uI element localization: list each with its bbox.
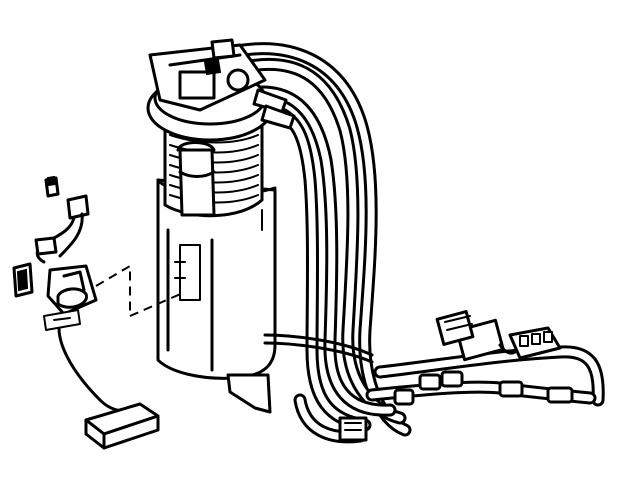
pump-motor-spring bbox=[163, 118, 264, 218]
pump-module-body bbox=[156, 178, 374, 414]
quick-connect-fittings bbox=[393, 370, 574, 406]
line-clips bbox=[338, 310, 505, 442]
harness-connector bbox=[498, 326, 562, 360]
assembly-dashed-line bbox=[95, 264, 186, 317]
fuel-lines bbox=[225, 42, 605, 444]
module-top-cover bbox=[146, 38, 296, 142]
fuel-level-sender bbox=[12, 175, 160, 450]
